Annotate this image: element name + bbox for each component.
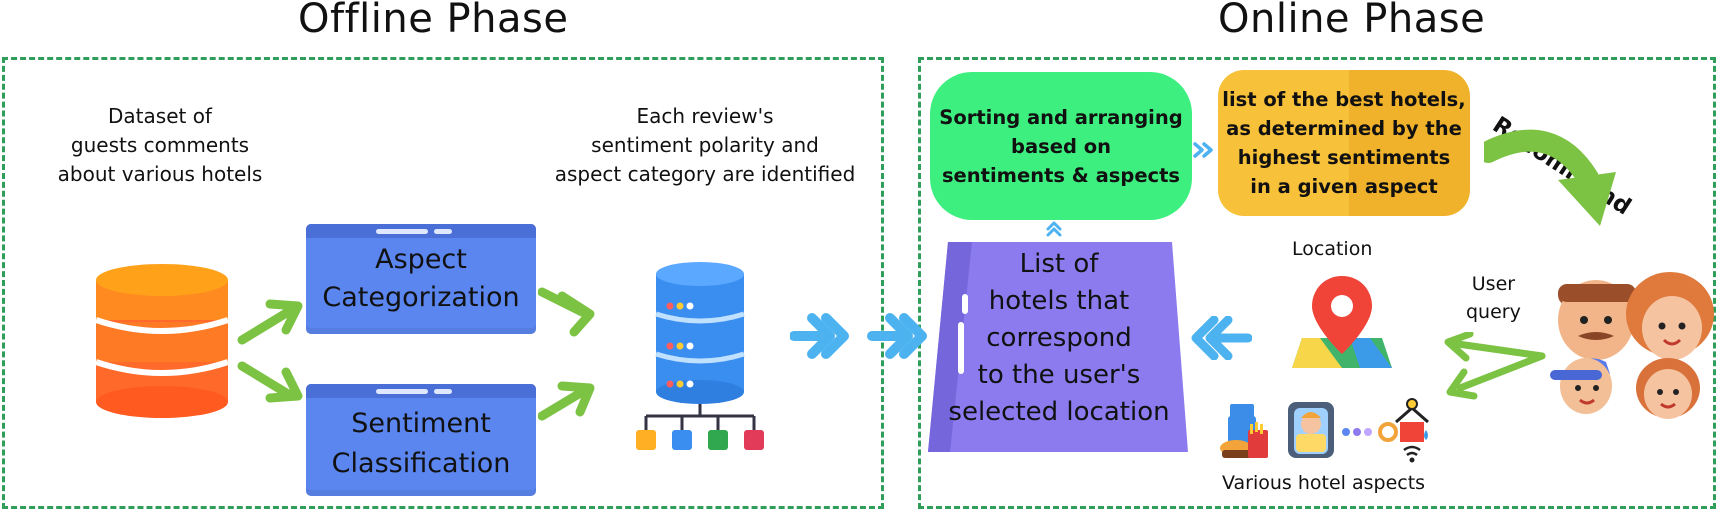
dataset-caption-line: about various hotels [57,162,263,186]
sentiment-classification-box: Sentiment Classification [306,384,536,496]
dataset-caption-line: guests comments [70,133,250,157]
sorting-box-line: based on [1011,134,1111,158]
up-chevron-icon [1046,221,1062,237]
map-pin-icon [1292,276,1392,368]
online-phase-panel [918,57,1716,509]
best-hotels-line: list of the best hotels, [1222,88,1466,111]
user-query-arrows-icon [1444,332,1546,400]
hotel-list-line: correspond [986,323,1132,353]
offline-phase-title: Offline Phase [298,0,569,42]
bar-pill [434,229,452,234]
review-caption-line: Each review's [636,104,774,128]
bar-pill [376,229,428,234]
sentiment-box-line: Sentiment [351,408,491,439]
best-hotels-line: highest sentiments [1237,146,1451,169]
user-query-line: User [1471,273,1516,295]
sentiment-box-line: Classification [331,448,511,479]
best-hotels-line: in a given aspect [1250,175,1438,198]
best-hotels-text: list of the best hotels, as determined b… [1222,85,1465,201]
blue-double-chevron-icon [790,313,927,359]
dataset-caption: Dataset of guests comments about various… [30,102,290,189]
curved-green-arrow-icon [1484,129,1616,226]
sorting-box-line: sentiments & aspects [941,163,1181,187]
hotel-list-line: hotels that [988,286,1130,316]
sorting-box: Sorting and arranging based on sentiment… [930,72,1192,220]
hotel-list-line: to the user's [977,360,1141,390]
hotel-list-line: selected location [948,397,1170,427]
user-query-label: User query [1466,270,1521,326]
hotel-list-text: List of hotels that correspond to the us… [928,246,1190,431]
hotel-list-line: List of [1019,249,1099,279]
hotel-aspect-icons [1220,398,1429,463]
best-hotels-line: as determined by the [1226,117,1462,140]
aspect-categorization-box: Aspect Categorization [306,224,536,334]
review-caption-line: sentiment polarity and [591,133,819,157]
sorting-box-text: Sorting and arranging based on sentiment… [939,103,1182,190]
location-label: Location [1292,238,1373,260]
bar-pill [376,389,428,394]
aspect-box-line: Aspect [375,244,467,275]
left-double-chevron-icon [1191,316,1252,360]
small-chevron-icon [1193,142,1213,158]
user-query-line: query [1466,301,1521,323]
online-phase-title: Online Phase [1218,0,1486,42]
orange-database-icon [95,264,229,418]
offline-phase-panel [2,57,884,509]
blue-database-icon [636,262,764,450]
dataset-caption-line: Dataset of [108,104,212,128]
sorting-box-line: Sorting and arranging [939,105,1183,129]
green-arrows-icon [237,299,303,403]
aspect-box-line: Categorization [322,282,520,313]
users-family-icon [1550,272,1714,419]
hotel-aspects-label: Various hotel aspects [1222,472,1426,494]
green-arrows-icon [538,287,595,421]
review-caption: Each review's sentiment polarity and asp… [535,102,875,189]
hotel-list-shape [928,242,1188,452]
review-caption-line: aspect category are identified [554,162,856,186]
bar-pill [434,389,452,394]
best-hotels-box: list of the best hotels, as determined b… [1218,70,1470,216]
